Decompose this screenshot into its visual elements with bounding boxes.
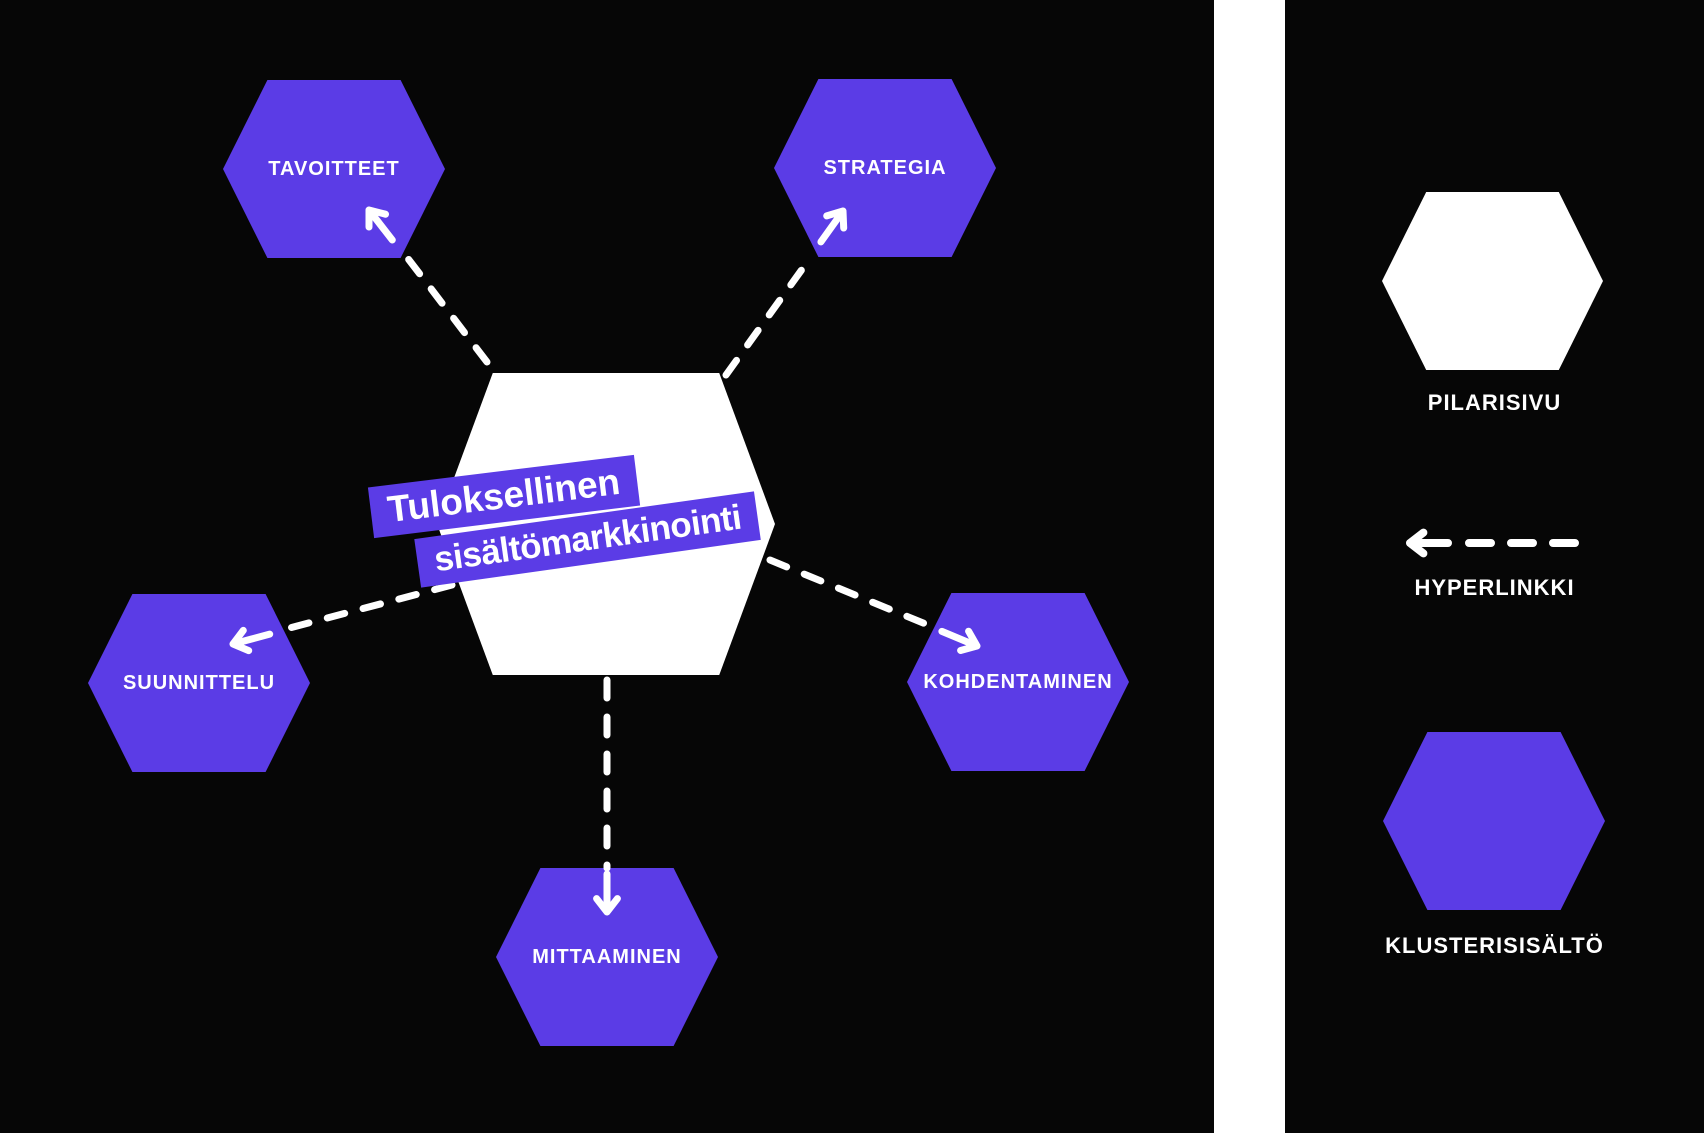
pillar-page-hexagon-icon	[1382, 192, 1603, 370]
node-label-strategia: STRATEGIA	[823, 156, 947, 179]
node-hexagon-strategia: STRATEGIA	[774, 79, 996, 257]
node-label-tavoitteet: TAVOITTEET	[268, 157, 400, 180]
panel-divider	[1214, 0, 1285, 1133]
node-hexagon-mittaaminen: MITTAAMINEN	[496, 868, 718, 1046]
legend-label-hyperlinkki: HYPERLINKKI	[1414, 575, 1575, 600]
legend-label-pilarisivu: PILARISIVU	[1427, 390, 1562, 415]
legend-panel	[1285, 0, 1704, 1133]
cluster-content-hexagon-icon	[1383, 732, 1605, 910]
legend-label-klusterisisalto: KLUSTERISISÄLTÖ	[1385, 933, 1604, 958]
node-label-mittaaminen: MITTAAMINEN	[532, 945, 682, 968]
node-hexagon-tavoitteet: TAVOITTEET	[223, 80, 445, 258]
node-hexagon-suunnittelu: SUUNNITTELU	[88, 594, 310, 772]
node-label-kohdentaminen: KOHDENTAMINEN	[923, 670, 1113, 693]
node-hexagon-kohdentaminen: KOHDENTAMINEN	[907, 593, 1129, 771]
node-label-suunnittelu: SUUNNITTELU	[122, 671, 276, 694]
